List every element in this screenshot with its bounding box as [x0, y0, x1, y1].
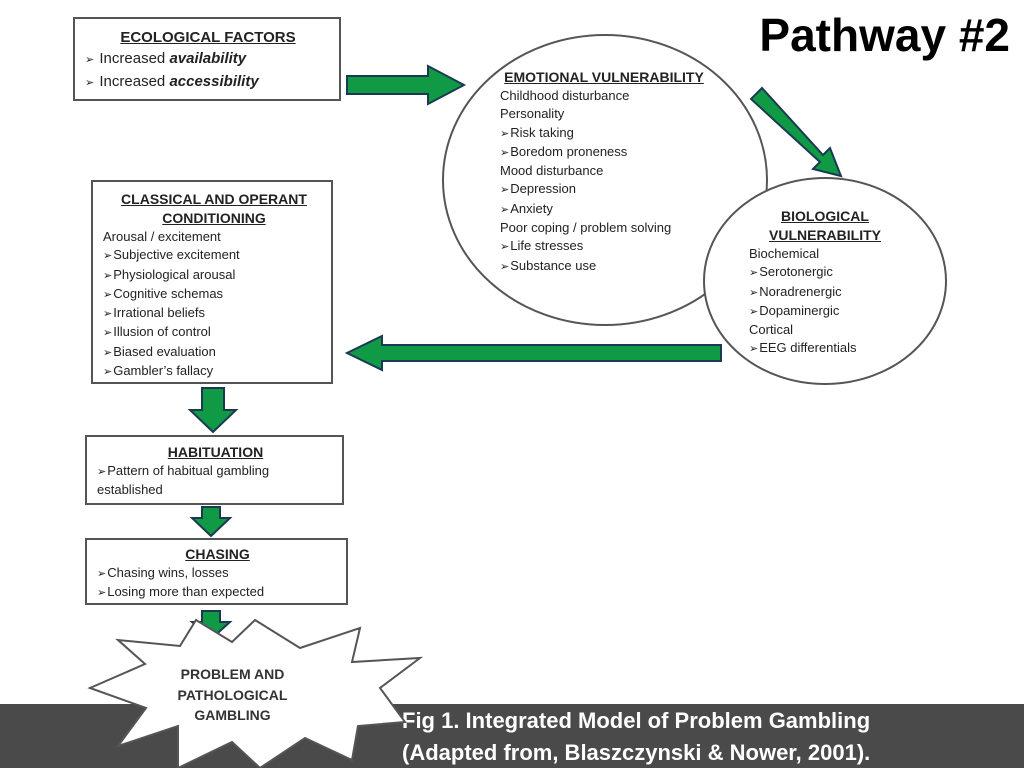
conditioning-box: CLASSICAL AND OPERANT CONDITIONING Arous…: [91, 180, 333, 384]
emotional-line: Risk taking: [500, 124, 710, 143]
emotional-line: Anxiety: [500, 200, 710, 219]
ecological-factors-heading: ECOLOGICAL FACTORS: [120, 29, 296, 46]
emotional-line: Poor coping / problem solving: [500, 220, 672, 236]
biological-line: Cortical: [749, 322, 794, 338]
emotional-vulnerability-content: EMOTIONAL VULNERABILITY Childhood distur…: [500, 68, 710, 276]
page-title: Pathway #2: [759, 9, 1010, 61]
ecological-item-accessibility: Increased accessibility: [85, 71, 331, 94]
biological-line: Dopaminergic: [749, 302, 909, 321]
arrow-biological-to-conditioning: [344, 334, 722, 372]
emotional-line: Life stresses: [500, 237, 710, 256]
arrow-habituation-to-chasing: [189, 506, 233, 538]
conditioning-line: Gambler’s fallacy: [103, 362, 325, 381]
habituation-line: Pattern of habitual gambling established: [97, 462, 334, 500]
biological-vulnerability-content: BIOLOGICAL VULNERABILITY Biochemical Ser…: [749, 207, 909, 359]
conditioning-heading: CLASSICAL AND OPERANT CONDITIONING: [121, 191, 307, 226]
emotional-vulnerability-heading: EMOTIONAL VULNERABILITY: [504, 69, 704, 85]
chasing-line: Losing more than expected: [97, 583, 338, 602]
emotional-line: Personality: [500, 106, 565, 122]
biological-line: Biochemical: [749, 246, 820, 261]
emotional-line: Boredom proneness: [500, 143, 710, 162]
conditioning-line: Illusion of control: [103, 323, 325, 342]
outcome-starburst: [87, 618, 424, 768]
emotional-line: Substance use: [500, 257, 710, 276]
biological-line: Noradrenergic: [749, 283, 909, 302]
biological-line: Serotonergic: [749, 263, 909, 282]
biological-line: EEG differentials: [749, 339, 909, 358]
conditioning-line: Arousal / excitement: [103, 229, 221, 244]
chasing-box: CHASING Chasing wins, losses Losing more…: [85, 538, 348, 605]
ecological-item-availability: Increased availability: [85, 48, 331, 71]
conditioning-line: Biased evaluation: [103, 343, 325, 362]
arrow-conditioning-to-habituation: [187, 387, 239, 434]
emotional-line: Depression: [500, 180, 710, 199]
conditioning-line: Physiological arousal: [103, 266, 325, 285]
conditioning-line: Cognitive schemas: [103, 285, 325, 304]
emotional-line: Mood disturbance: [500, 163, 604, 179]
outcome-label: PROBLEM AND PATHOLOGICAL GAMBLING: [177, 666, 288, 723]
habituation-box: HABITUATION Pattern of habitual gambling…: [85, 435, 344, 505]
ecological-factors-box: ECOLOGICAL FACTORS Increased availabilit…: [73, 17, 341, 101]
chasing-line: Chasing wins, losses: [97, 564, 338, 583]
arrow-ecological-to-emotional: [346, 64, 467, 106]
chasing-heading: CHASING: [185, 546, 250, 562]
conditioning-line: Subjective excitement: [103, 246, 325, 265]
arrow-emotional-to-biological: [749, 86, 843, 178]
caption-line-1: Fig 1. Integrated Model of Problem Gambl…: [402, 708, 871, 733]
biological-vulnerability-heading: BIOLOGICAL VULNERABILITY: [769, 208, 881, 243]
emotional-line: Childhood disturbance: [500, 88, 630, 103]
conditioning-line: Irrational beliefs: [103, 304, 325, 323]
habituation-heading: HABITUATION: [167, 444, 264, 460]
caption-line-2: (Adapted from, Blaszczynski & Nower, 200…: [402, 740, 871, 765]
